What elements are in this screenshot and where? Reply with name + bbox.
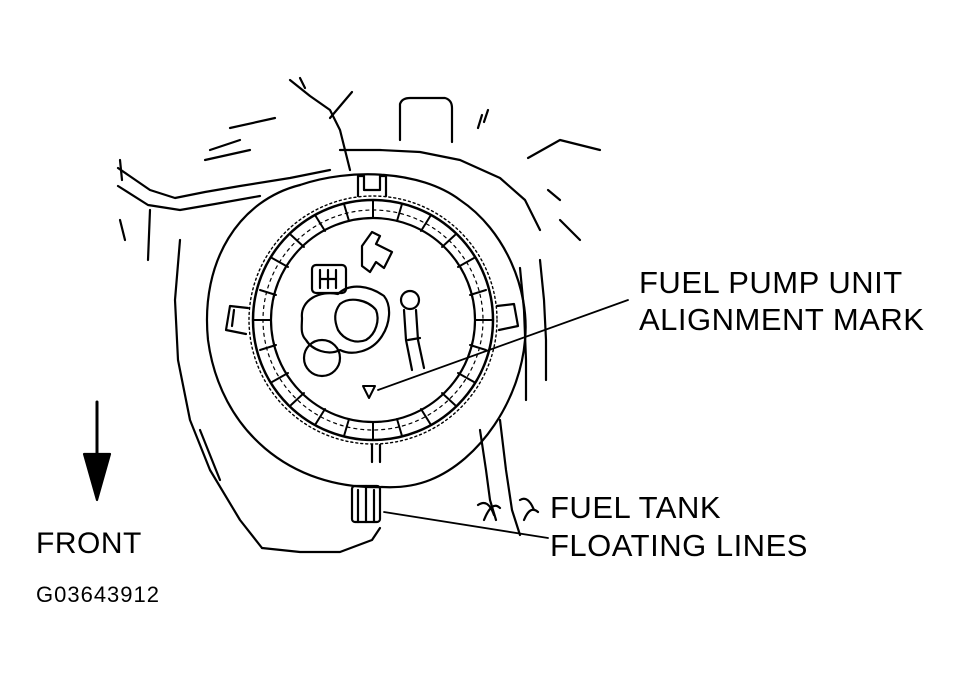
fuel-pump-unit xyxy=(302,232,424,376)
alignment-mark-leader-line xyxy=(378,300,628,390)
top-retainer-clip xyxy=(358,176,386,196)
pump-alignment-label-line2: ALIGNMENT MARK xyxy=(639,302,925,337)
side-retainer-clips xyxy=(226,304,518,462)
floating-lines-label-line1: FUEL TANK xyxy=(550,490,722,525)
triangle-down-icon xyxy=(363,386,375,398)
floating-lines-label-line2: FLOATING LINES xyxy=(550,528,808,563)
front-direction-label: FRONT xyxy=(36,527,142,560)
body-panel-outline xyxy=(118,78,600,552)
floating-lines-leader-line xyxy=(384,512,548,538)
fuel-tank-floating-lines xyxy=(352,486,380,522)
pump-alignment-label-line1: FUEL PUMP UNIT xyxy=(639,265,903,300)
lock-ring-segments xyxy=(254,200,492,440)
tank-opening xyxy=(207,174,526,487)
arrow-down-icon xyxy=(84,402,110,500)
leader-lines xyxy=(378,300,628,538)
figure-id: G03643912 xyxy=(36,582,160,607)
